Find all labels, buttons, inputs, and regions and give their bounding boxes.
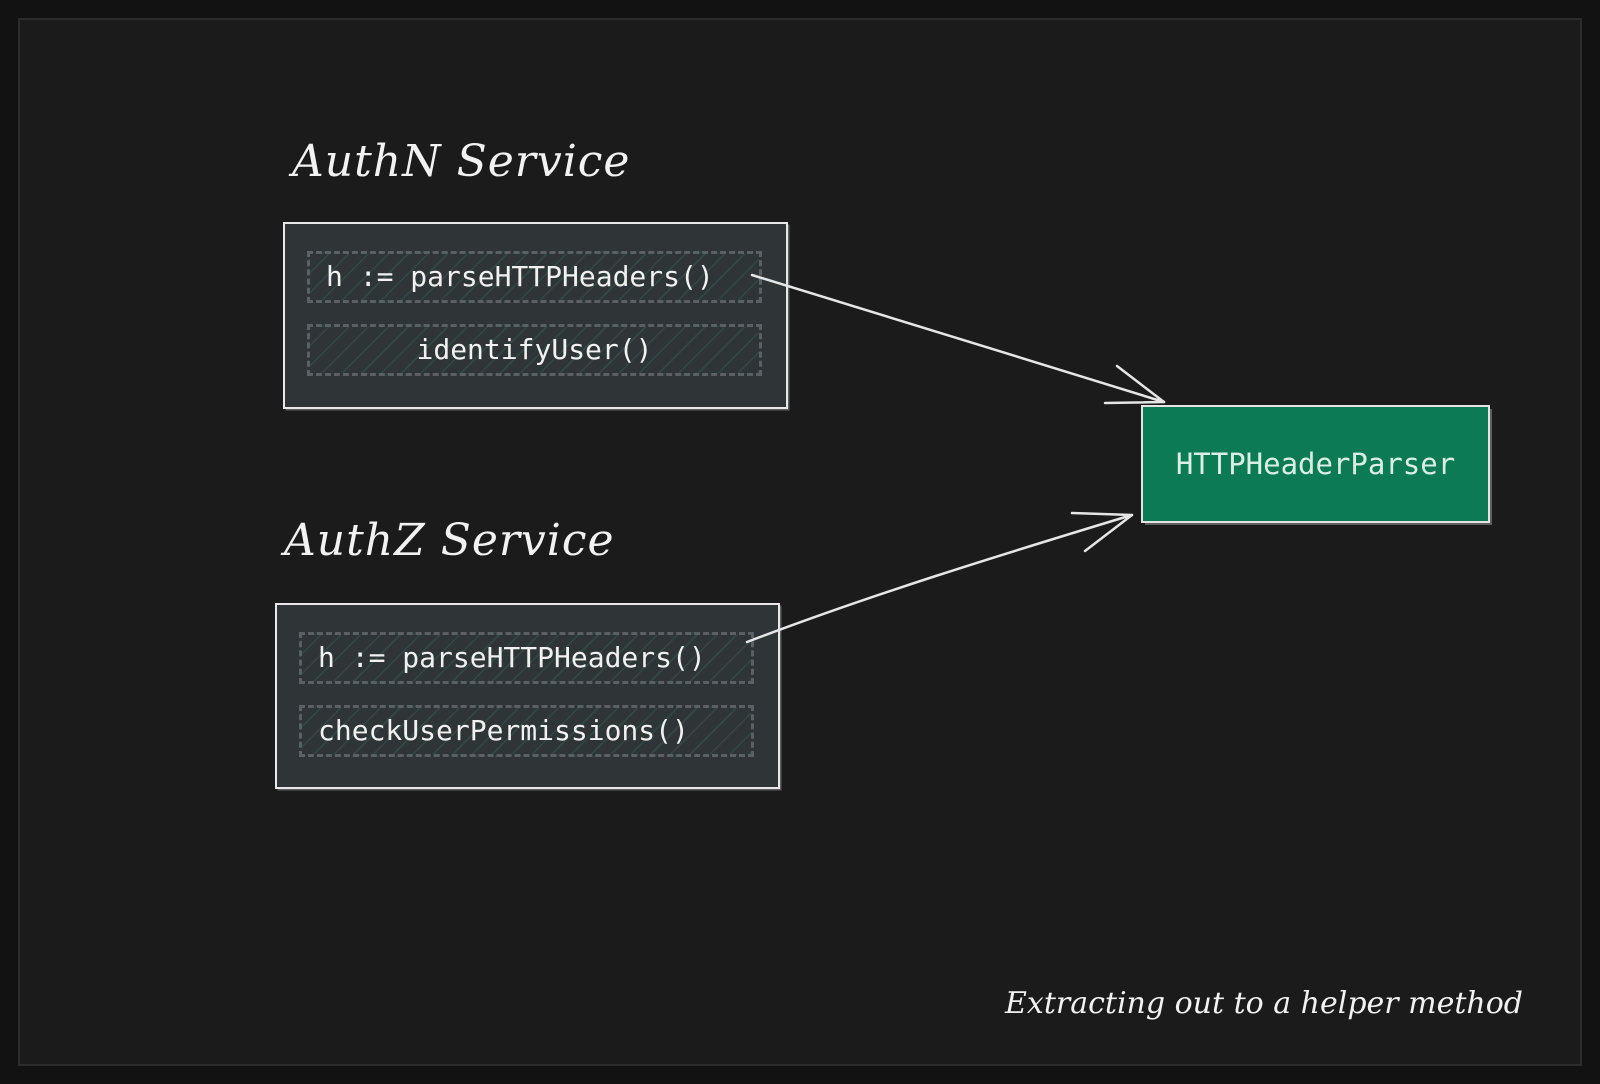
authn-identify-user-line: identifyUser(): [307, 324, 762, 376]
http-header-parser-box: HTTPHeaderParser: [1141, 405, 1490, 523]
authn-service-title: AuthN Service: [292, 136, 631, 187]
authz-service-box: h := parseHTTPHeaders() checkUserPermiss…: [275, 603, 780, 789]
authz-check-permissions-line: checkUserPermissions(): [299, 705, 754, 757]
authn-parse-headers-line: h := parseHTTPHeaders(): [307, 251, 762, 303]
authz-parse-headers-line: h := parseHTTPHeaders(): [299, 632, 754, 684]
diagram-caption: Extracting out to a helper method: [1005, 986, 1524, 1021]
http-header-parser-label: HTTPHeaderParser: [1175, 447, 1456, 481]
authn-service-box: h := parseHTTPHeaders() identifyUser(): [283, 222, 788, 409]
authz-service-title: AuthZ Service: [284, 515, 615, 566]
canvas-frame: [18, 18, 1582, 1066]
